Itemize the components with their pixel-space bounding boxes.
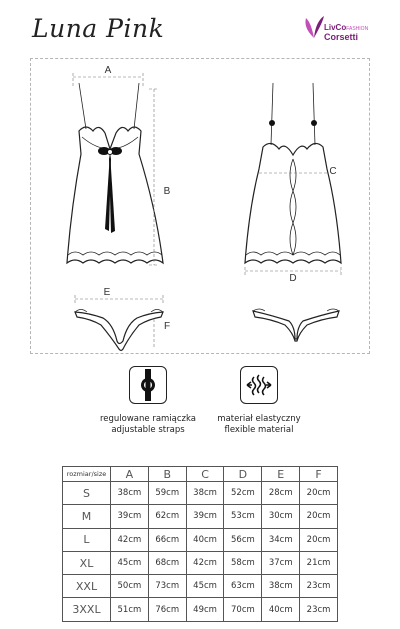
babydoll-front — [66, 82, 164, 265]
table-cell: 38cm — [261, 574, 301, 599]
table-cell: 66cm — [147, 527, 187, 552]
adjustable-strap-icon — [129, 366, 167, 404]
column-header: C — [185, 466, 225, 482]
table-cell: 59cm — [147, 480, 187, 506]
column-header: B — [147, 466, 187, 482]
table-cell: 21cm — [299, 550, 338, 576]
feature-adjustable-straps: regulowane ramiączka adjustable straps — [93, 366, 203, 436]
table-cell: 63cm — [223, 574, 263, 599]
table-cell: 52cm — [223, 480, 263, 506]
logo-line2: Corsetti — [324, 32, 359, 42]
table-corner-header: rozmiar/size — [62, 466, 111, 482]
table-cell: 30cm — [261, 504, 301, 529]
dimension-label-b: B — [163, 186, 171, 197]
table-row: M 39cm 62cm 39cm 53cm 30cm 20cm — [62, 504, 338, 529]
dimension-lines-thong — [74, 295, 164, 349]
dimension-lines-back — [244, 172, 342, 275]
dimension-label-e: E — [103, 287, 111, 298]
size-name: L — [62, 527, 111, 552]
feature-flexible-material: materiał elastyczny flexible material — [204, 366, 314, 436]
size-name: XXL — [62, 574, 111, 599]
table-cell: 38cm — [185, 480, 225, 506]
table-cell: 40cm — [185, 527, 225, 552]
feature-label-en: adjustable straps — [111, 425, 185, 435]
table-cell: 39cm — [185, 504, 225, 529]
feature-label-en: flexible material — [224, 425, 294, 435]
table-cell: 28cm — [261, 480, 301, 506]
brand-logo: LivCoFASHION Corsetti — [302, 14, 376, 44]
table-cell: 76cm — [147, 597, 187, 622]
feature-label-pl: materiał elastyczny — [217, 414, 301, 424]
size-name: XL — [62, 550, 111, 576]
table-cell: 68cm — [147, 550, 187, 576]
dimension-lines-front — [72, 73, 159, 266]
table-cell: 50cm — [110, 574, 149, 599]
table-row: XXL 50cm 73cm 45cm 63cm 38cm 23cm — [62, 574, 338, 599]
butterfly-logo-icon — [305, 16, 324, 38]
table-cell: 53cm — [223, 504, 263, 529]
size-name: M — [62, 504, 111, 529]
table-row: XL 45cm 68cm 42cm 58cm 37cm 21cm — [62, 550, 338, 576]
table-header-row: rozmiar/size A B C D E F — [62, 466, 338, 482]
table-cell: 45cm — [185, 574, 225, 599]
size-name: S — [62, 480, 111, 506]
dimension-label-d: D — [289, 273, 297, 284]
header: Luna Pink LivCoFASHION Corsetti — [0, 0, 400, 52]
column-header: A — [110, 466, 149, 482]
table-row: S 38cm 59cm 38cm 52cm 28cm 20cm — [62, 480, 338, 506]
dimension-label-f: F — [163, 321, 171, 332]
thong-back — [252, 308, 340, 342]
size-name: 3XXL — [62, 597, 111, 622]
table-cell: 20cm — [299, 504, 338, 529]
table-cell: 49cm — [185, 597, 225, 622]
table-cell: 38cm — [110, 480, 149, 506]
table-cell: 51cm — [110, 597, 149, 622]
table-cell: 37cm — [261, 550, 301, 576]
table-cell: 42cm — [110, 527, 149, 552]
column-header: E — [261, 466, 301, 482]
table-cell: 20cm — [299, 480, 338, 506]
table-cell: 40cm — [261, 597, 301, 622]
table-cell: 56cm — [223, 527, 263, 552]
table-cell: 39cm — [110, 504, 149, 529]
table-cell: 58cm — [223, 550, 263, 576]
table-cell: 42cm — [185, 550, 225, 576]
table-cell: 45cm — [110, 550, 149, 576]
babydoll-back — [244, 82, 342, 265]
table-cell: 70cm — [223, 597, 263, 622]
table-cell: 34cm — [261, 527, 301, 552]
table-cell: 23cm — [299, 574, 338, 599]
feature-label-pl: regulowane ramiączka — [99, 414, 197, 424]
elastic-material-icon — [240, 366, 278, 404]
product-title: Luna Pink — [32, 14, 165, 43]
table-cell: 62cm — [147, 504, 187, 529]
thong-front — [74, 309, 164, 352]
table-cell: 20cm — [299, 527, 338, 552]
table-cell: 73cm — [147, 574, 187, 599]
garment-illustration — [66, 73, 342, 352]
dimension-label-a: A — [104, 65, 112, 76]
table-row: L 42cm 66cm 40cm 56cm 34cm 20cm — [62, 527, 338, 552]
column-header: D — [223, 466, 263, 482]
size-table: rozmiar/size A B C D E F S 38cm 59cm 38c… — [62, 466, 338, 622]
logo-line1: LivCoFASHION — [324, 23, 369, 32]
column-header: F — [299, 466, 338, 482]
measurement-diagram: A B C D E F — [30, 58, 370, 354]
table-row: 3XXL 51cm 76cm 49cm 70cm 40cm 23cm — [62, 597, 338, 622]
dimension-label-c: C — [329, 166, 337, 177]
table-cell: 23cm — [299, 597, 338, 622]
